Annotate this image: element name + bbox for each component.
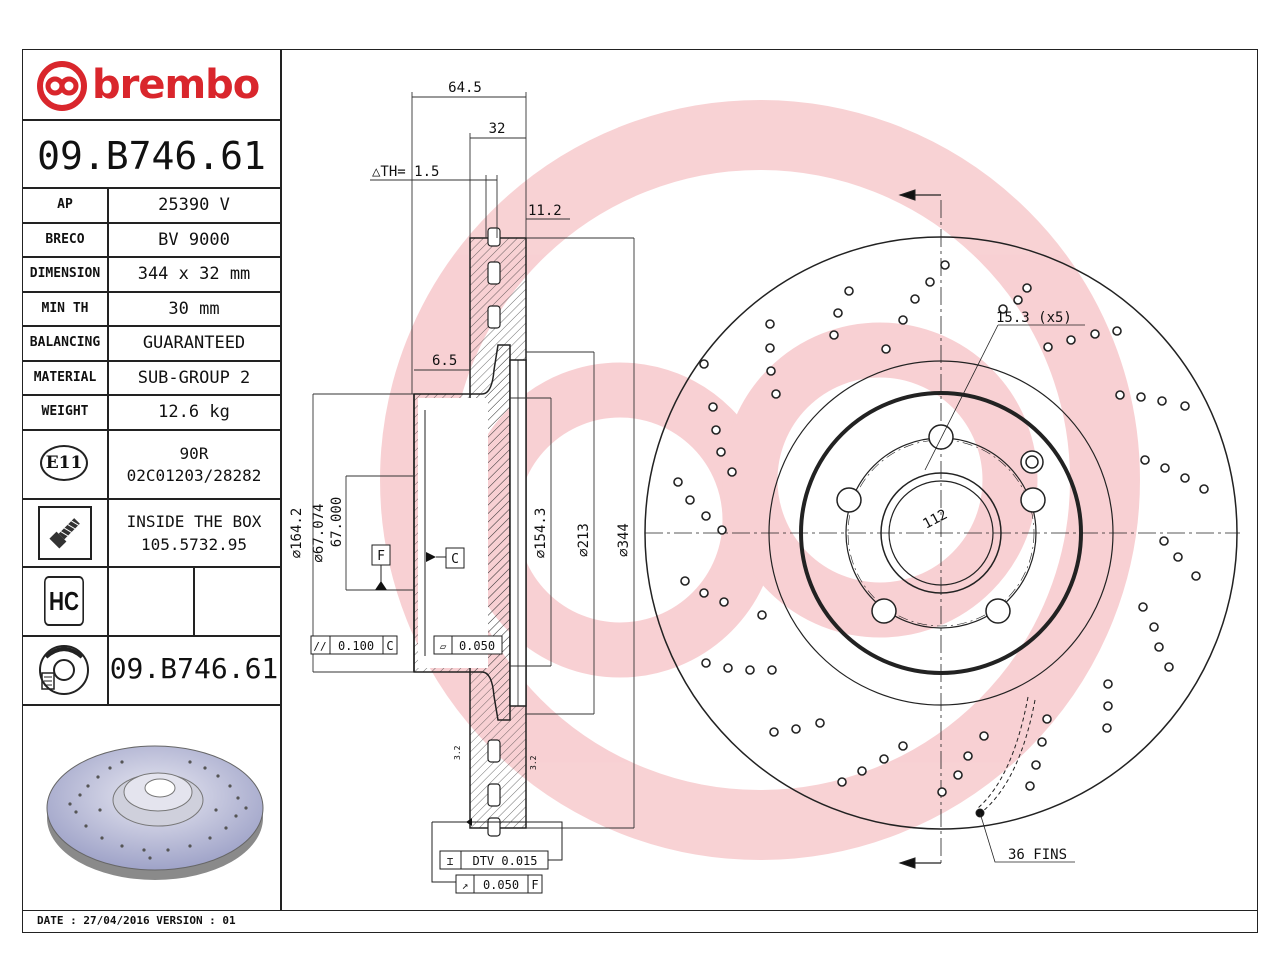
- drawing-frame: [22, 49, 1258, 911]
- drill-holes: [673, 260, 1209, 797]
- spec-label-min-th: MIN TH: [41, 301, 89, 316]
- spec-value-weight: 12.6 kg: [158, 402, 230, 422]
- disc-3d-render: [46, 745, 264, 880]
- tol-dtv: DTV 0.015: [472, 854, 537, 868]
- spec-label-material: MATERIAL: [33, 370, 97, 385]
- spec-label-ap: AP: [57, 197, 73, 212]
- bolt-circle-dim: 112: [920, 507, 950, 533]
- dim-d344: ⌀344: [616, 523, 632, 557]
- dim-th: △TH= 1.5: [372, 164, 439, 180]
- dim-d154: ⌀154.3: [533, 508, 549, 559]
- brand-name: brembo: [92, 62, 260, 108]
- divider: [22, 566, 281, 568]
- part-number-footer: 09.B746.61: [109, 652, 279, 685]
- dimension-labels: 64.5 32 △TH= 1.5 11.2 6.5 ⌀164.2 ⌀67.074…: [289, 80, 632, 563]
- dtv-symbol: ⌶: [447, 855, 454, 868]
- part-number: 09.B746.61: [37, 134, 266, 178]
- tol-flatness: 0.050: [459, 639, 495, 653]
- e11-badge: E11: [40, 445, 88, 481]
- divider: [22, 222, 281, 224]
- dim-d67074: ⌀67.074: [311, 503, 327, 562]
- divider: [22, 635, 281, 637]
- divider: [22, 498, 281, 500]
- tol-runout: 0.050: [483, 878, 519, 892]
- dim-d67000: 67.000: [329, 497, 345, 548]
- dim-hub-step: 6.5: [432, 353, 457, 369]
- datum-markers: F C // 0.100 C ▱ 0.050 ⌶ DTV 0.015 ↗ 0.0…: [310, 544, 563, 894]
- spec-value-material: SUB-GROUP 2: [137, 368, 251, 388]
- dim-overall-width: 64.5: [448, 80, 482, 96]
- divider: [22, 429, 281, 431]
- spec-label-breco: BRECO: [45, 232, 85, 247]
- spec-value-ap: 25390 V: [158, 195, 230, 215]
- flatness-symbol: ▱: [440, 640, 447, 653]
- tol-parallel-ref: C: [386, 639, 393, 653]
- hc-cell-divider: [193, 566, 195, 635]
- divider: [22, 187, 281, 189]
- footer-date-version: DATE : 27/04/2016 VERSION : 01: [22, 911, 1258, 933]
- dim-offset: 11.2: [528, 203, 562, 219]
- screw-icon: [38, 506, 92, 560]
- fins-count: 36 FINS: [1008, 847, 1067, 863]
- spec-value-balancing: GUARANTEED: [142, 333, 246, 353]
- parallel-symbol: //: [313, 640, 326, 653]
- tol-parallel: 0.100: [338, 639, 374, 653]
- roughness-1: 3.2: [453, 745, 462, 760]
- dimension-lines: [312, 92, 635, 829]
- spec-label-dimension: DIMENSION: [29, 266, 101, 281]
- spec-value-dimension: 344 x 32 mm: [137, 264, 251, 284]
- dim-d213: ⌀213: [576, 523, 592, 557]
- dim-d164: ⌀164.2: [289, 508, 305, 559]
- inside-box-label: INSIDE THE BOX: [126, 512, 262, 531]
- divider: [22, 360, 281, 362]
- dim-thickness: 32: [489, 121, 506, 137]
- divider: [22, 394, 281, 396]
- spec-label-balancing: BALANCING: [29, 335, 101, 350]
- runout-symbol: ↗: [462, 879, 469, 892]
- disc-cross-section: [413, 227, 527, 837]
- disc-front-view: [644, 189, 1240, 869]
- divider: [22, 119, 281, 121]
- datum-f: F: [377, 549, 385, 564]
- divider: [22, 325, 281, 327]
- roughness-2: 3.2: [529, 755, 538, 770]
- divider: [22, 291, 281, 293]
- tol-runout-ref: F: [531, 878, 538, 892]
- divider: [22, 704, 281, 706]
- approval-number: 02C01203/28282: [126, 466, 262, 485]
- spec-label-weight: WEIGHT: [41, 404, 89, 419]
- brembo-logo-icon: [37, 61, 87, 111]
- hc-badge: HC: [44, 576, 84, 626]
- hole-spec: 15.3 (x5): [996, 310, 1072, 326]
- spec-value-min-th: 30 mm: [168, 299, 220, 319]
- inside-box-part: 105.5732.95: [141, 535, 247, 554]
- approval-code: 90R: [179, 444, 209, 463]
- technical-drawing: 64.5 32 △TH= 1.5 11.2 6.5 ⌀164.2 ⌀67.074…: [289, 80, 1240, 894]
- spec-column-divider: [107, 187, 109, 704]
- panel-divider: [280, 49, 282, 911]
- divider: [22, 256, 281, 258]
- brake-disc-icon: [39, 645, 89, 695]
- spec-value-breco: BV 9000: [158, 230, 230, 250]
- datum-c: C: [451, 552, 459, 567]
